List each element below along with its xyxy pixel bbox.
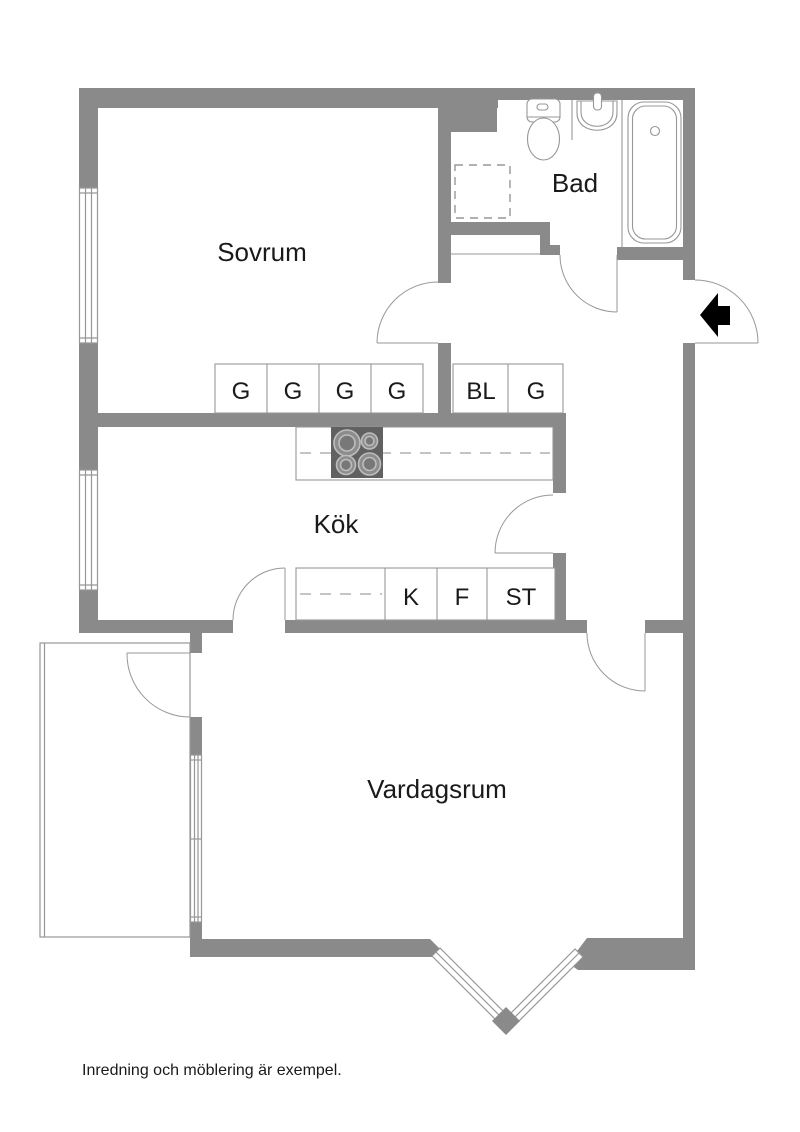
wall-segment — [448, 92, 497, 132]
wall-segment — [190, 717, 202, 755]
wall-segment — [190, 632, 202, 653]
bathroom-fixtures — [451, 92, 682, 255]
toilet — [526, 98, 561, 161]
balcony-window — [189, 754, 203, 923]
wall-segment — [540, 235, 550, 255]
living-room-door — [586, 632, 646, 692]
kitchen-living-room-door — [232, 567, 286, 621]
wall-segment — [79, 343, 98, 470]
stove-burners — [333, 429, 382, 476]
wall-segment — [79, 413, 566, 427]
bedroom-window — [78, 187, 99, 344]
caption: Inredning och möblering är exempel. — [82, 1062, 342, 1079]
wall-segment — [683, 343, 695, 970]
appliance-label-fridge: K — [403, 584, 419, 611]
wardrobe-label: G — [284, 378, 303, 405]
closets — [214, 363, 564, 414]
wall-segment — [550, 245, 560, 255]
kitchen-appliance-row — [295, 567, 556, 621]
bedroom-door — [376, 281, 439, 344]
room-label-kitchen: Kök — [314, 509, 360, 539]
wall-segment — [683, 88, 695, 280]
entry-door — [694, 279, 759, 344]
bay-window-mullion — [492, 1007, 520, 1035]
closet-row-hall — [452, 363, 564, 414]
room-label-bedroom: Sovrum — [217, 237, 307, 267]
sink — [576, 92, 618, 131]
doors — [126, 254, 759, 718]
wall-segment — [617, 247, 683, 260]
room-label-bathroom: Bad — [552, 168, 598, 198]
washing-machine-area — [454, 164, 511, 219]
wall-segment — [645, 620, 695, 633]
labels: Sovrum Bad Kök Vardagsrum G G G G BL G K… — [82, 168, 598, 1079]
kitchen-window — [78, 469, 99, 591]
entry-arrow-icon — [700, 293, 730, 337]
wardrobe-label: G — [388, 378, 407, 405]
wall-segment — [553, 553, 566, 620]
closet-label: G — [527, 378, 546, 405]
wall-segment — [79, 620, 233, 633]
wall-segment — [190, 922, 202, 939]
closet-label: BL — [466, 378, 495, 405]
room-label-living-room: Vardagsrum — [367, 774, 507, 804]
wardrobe-label: G — [232, 378, 251, 405]
wall-segment — [438, 105, 451, 283]
wall-segment — [285, 620, 587, 633]
wall-segment — [438, 222, 550, 235]
wall-segment — [79, 108, 98, 188]
kitchen-door — [494, 494, 554, 554]
wall-segment — [438, 343, 451, 413]
balcony-door — [126, 652, 191, 718]
appliance-label-pantry: ST — [506, 584, 537, 611]
appliance-label-freezer: F — [455, 584, 470, 611]
bathroom-door — [559, 254, 618, 313]
wall-segment — [79, 88, 498, 108]
bay-window — [431, 947, 584, 1035]
windows — [78, 187, 584, 1035]
wardrobe-label: G — [336, 378, 355, 405]
wall-segment — [568, 938, 695, 970]
bathtub — [627, 101, 682, 244]
wardrobe-row-bedroom — [214, 363, 424, 414]
balcony — [39, 642, 191, 938]
walls — [79, 88, 695, 970]
stove — [331, 427, 383, 478]
wall-segment — [553, 427, 566, 493]
wall-segment — [190, 939, 448, 957]
